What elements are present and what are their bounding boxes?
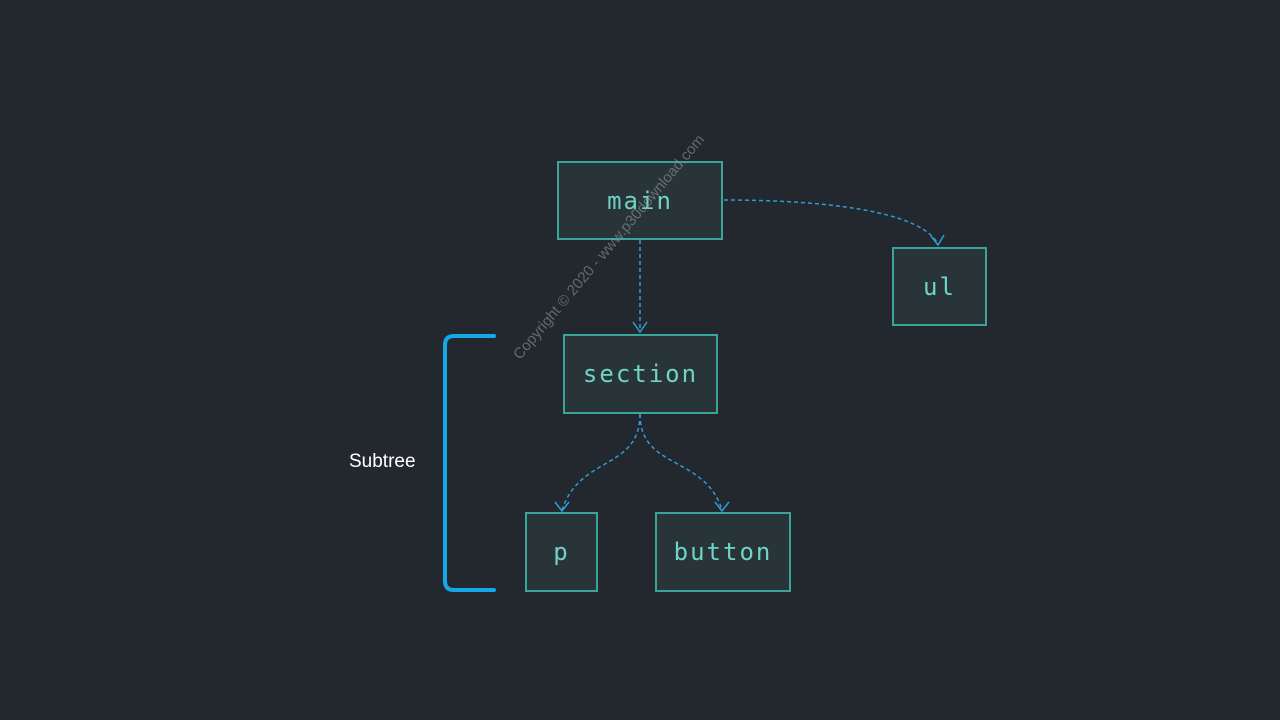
subtree-label: Subtree	[349, 451, 416, 472]
subtree-bracket	[443, 334, 496, 592]
node-button: button	[655, 512, 791, 592]
edge-main-to-ul	[723, 199, 939, 245]
node-p: p	[525, 512, 598, 592]
node-section: section	[563, 334, 718, 414]
node-main: main	[557, 161, 723, 240]
arrowhead-section	[632, 321, 648, 334]
node-ul: ul	[892, 247, 987, 326]
arrowhead-ul	[930, 234, 945, 247]
arrowhead-p	[554, 501, 570, 513]
edge-section-to-p	[561, 413, 641, 511]
arrowhead-button	[714, 501, 730, 513]
edge-section-to-button	[639, 413, 723, 511]
